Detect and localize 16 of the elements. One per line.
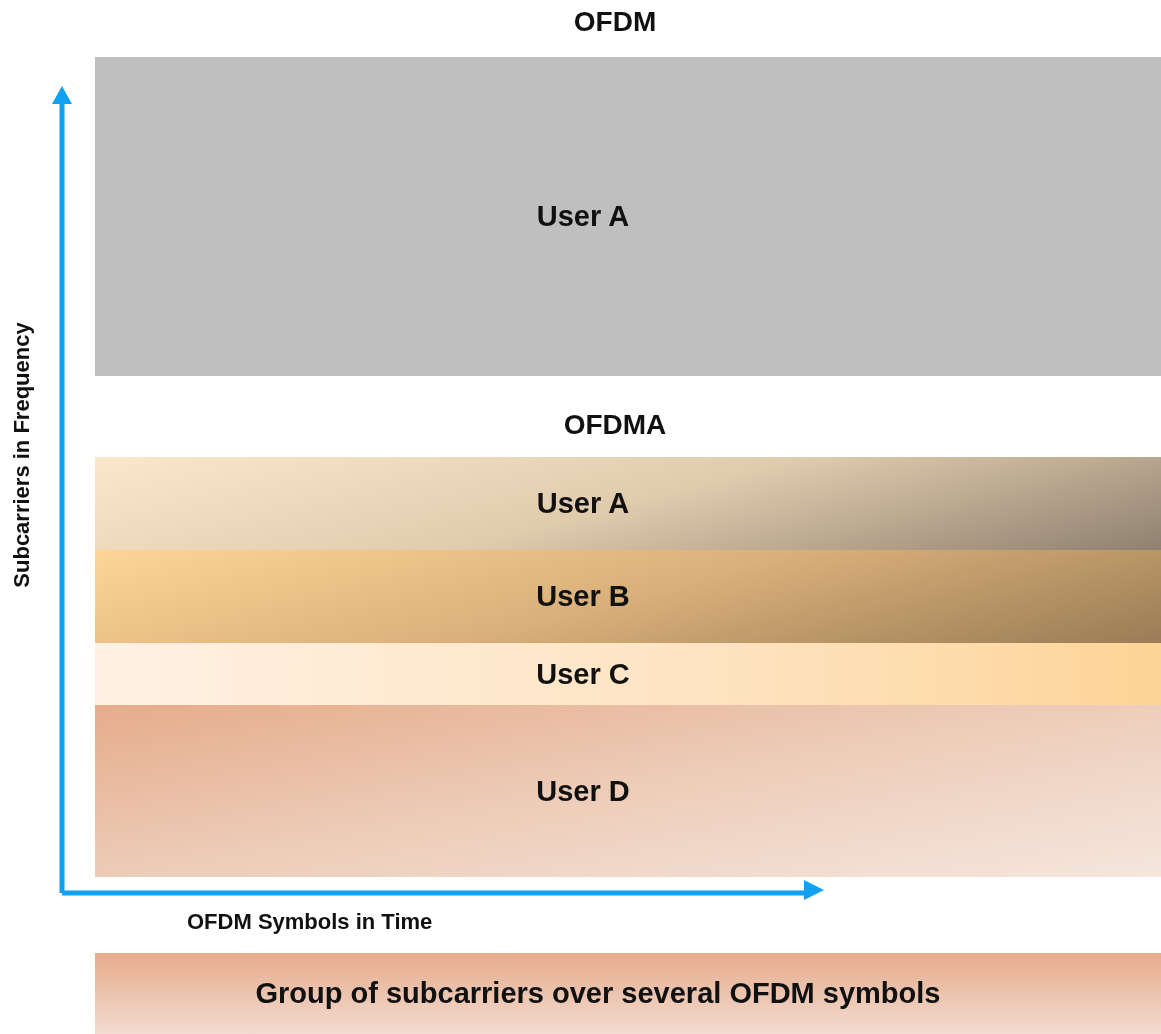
user-band — [95, 457, 1161, 550]
user-band — [95, 705, 1161, 877]
band-label: User D — [536, 774, 630, 808]
band-label: Group of subcarriers over several OFDM symbols — [255, 977, 941, 1010]
axis-label: OFDM Symbols in Time — [187, 909, 433, 935]
user-block — [95, 57, 1161, 376]
section-title: OFDM — [573, 6, 657, 38]
legend-band — [95, 953, 1161, 1034]
axis-label: Subcarriers in Frequency — [9, 322, 35, 588]
band-label: User C — [536, 657, 630, 691]
user-band — [95, 643, 1161, 705]
band-label: User A — [536, 487, 630, 520]
band-label: User B — [536, 580, 630, 613]
section-title: OFDMA — [563, 409, 667, 441]
user-band — [95, 550, 1161, 643]
band-label: User A — [536, 200, 630, 233]
